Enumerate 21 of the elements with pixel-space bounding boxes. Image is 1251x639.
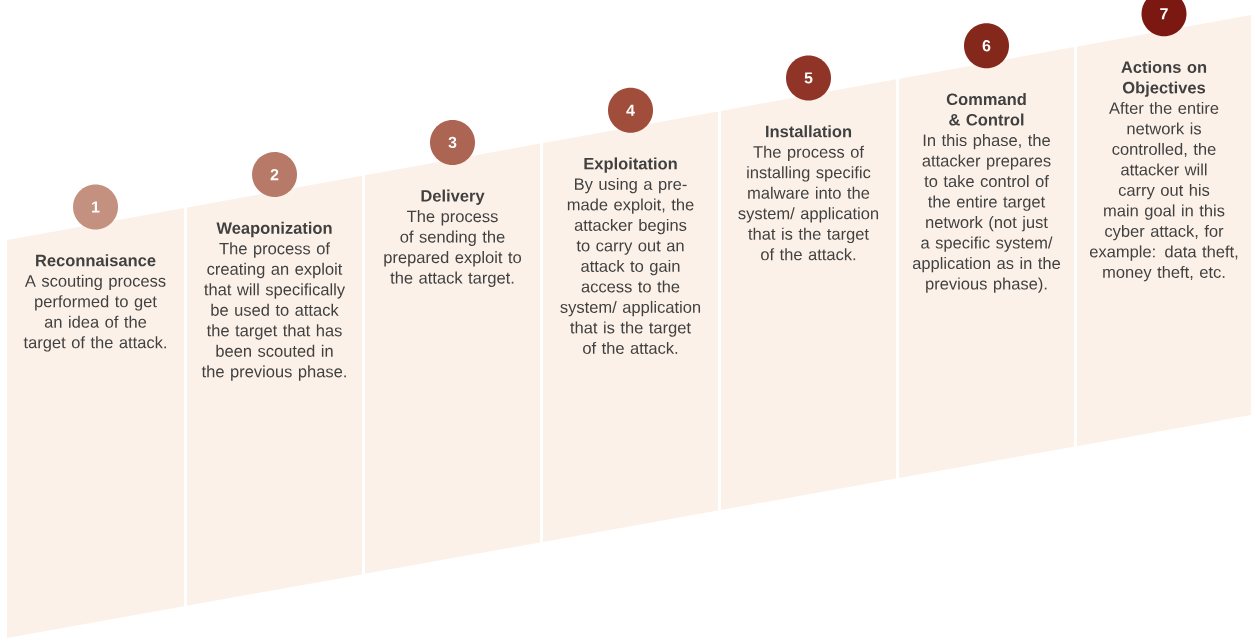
step-description: By using a pre-made exploit, the attacker begins to carry out an attack to gain access to the system/ application that is the target of the attack.	[560, 177, 701, 354]
step-number-badge: 5	[786, 55, 831, 101]
step-number-badge: 4	[608, 87, 653, 133]
step-title: Installation	[766, 125, 852, 138]
step-number-badge: 2	[252, 152, 297, 198]
step-title: Reconnaisance	[36, 254, 156, 267]
step-description: A scouting process performed to get an idea of the target of the attack.	[23, 274, 166, 352]
step-description: The process of installing specific malware into the system/ application that is the target of the attack.	[738, 145, 879, 261]
step-description: The process of creating an exploit that will specifically be used to attack the target that has been scouted in the previous phase.	[201, 242, 346, 381]
step-title: Command & Control	[946, 93, 1026, 126]
step-number-badge: 3	[430, 119, 475, 165]
step-number-badge: 1	[73, 184, 118, 230]
step-description: After the entire network is controlled, the attacker will carry out his main goal in this cyber attack, for example: data theft, money theft, etc.	[1089, 101, 1238, 282]
step-description: In this phase, the attacker prepares to take control of the entire target network (not just a specific system/ application as in the previous phase).	[912, 134, 1060, 293]
step-title: Weaponization	[216, 221, 332, 238]
step-number-badge: 7	[1141, 0, 1187, 37]
step-title: Exploitation	[584, 157, 677, 173]
step-number-badge: 6	[964, 23, 1009, 69]
step-description: The process of sending the prepared exploit to the attack target.	[384, 210, 522, 287]
step-title: Delivery	[421, 189, 485, 205]
step-title: Actions on Objectives	[1121, 60, 1207, 97]
